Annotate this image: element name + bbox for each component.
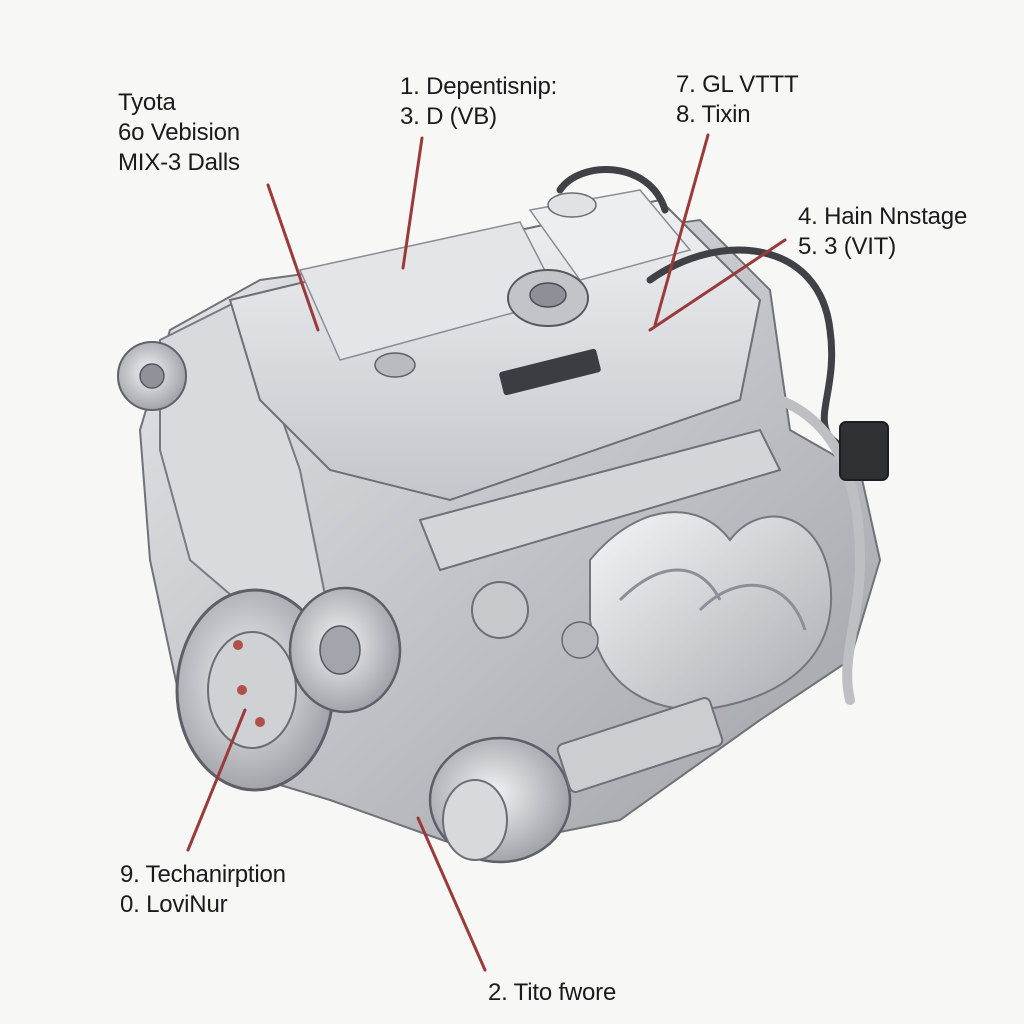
fuel-rail bbox=[418, 428, 782, 572]
label-bottom-center: 2. Tito fwore bbox=[488, 978, 616, 1008]
label-bottom-left-line1: 9. Techanirption bbox=[120, 861, 286, 888]
intake-runner bbox=[618, 568, 722, 602]
label-bottom-center-line1: 2. Tito fwore bbox=[488, 979, 617, 1006]
leader-line-top-left bbox=[266, 183, 320, 332]
leader-line-top-right bbox=[653, 133, 710, 327]
label-right-line1: 4. Hain Nnstage bbox=[798, 203, 968, 230]
oil-pan bbox=[556, 697, 724, 793]
crank-pulley-inner bbox=[207, 631, 297, 749]
crank-bolt bbox=[233, 640, 243, 650]
leader-line-right bbox=[648, 238, 787, 332]
label-bottom-left-line2: 0. LoviNur bbox=[120, 891, 228, 918]
leader-line-bottom-center bbox=[416, 816, 487, 972]
label-top-left-line2: 6o Vebision bbox=[118, 119, 240, 146]
intake-runner-2 bbox=[698, 583, 807, 631]
label-top-center-line1: 1. Depentisnip: bbox=[400, 73, 558, 100]
hose-right bbox=[646, 246, 854, 454]
label-top-center-line2: 3. D (VB) bbox=[400, 103, 497, 130]
sensor-port bbox=[471, 581, 529, 639]
label-top-center: 1. Depentisnip: 3. D (VB) bbox=[400, 72, 557, 132]
sensor-port-2 bbox=[561, 621, 599, 659]
leader-lines bbox=[186, 133, 787, 972]
leader-line-top-center bbox=[401, 136, 424, 270]
label-bottom-left: 9. Techanirption 0. LoviNur bbox=[120, 860, 286, 920]
alternator-face bbox=[442, 779, 508, 861]
cam-pulley-hub bbox=[139, 363, 165, 389]
intake-manifold bbox=[589, 511, 833, 712]
idler-pulley-hub bbox=[319, 625, 361, 675]
sensor-module bbox=[839, 421, 889, 481]
label-top-left-line1: Tyota bbox=[118, 89, 176, 116]
crank-bolt-3 bbox=[255, 717, 265, 727]
label-top-right-line2: 8. Tixin bbox=[676, 101, 751, 128]
filler-cap bbox=[547, 192, 597, 218]
spark-plug-boss bbox=[374, 352, 416, 378]
label-top-left-line3: MIX-3 Dalls bbox=[118, 149, 240, 176]
leader-line-bottom-left bbox=[186, 708, 247, 852]
label-top-right-line1: 7. GL VTTT bbox=[676, 71, 799, 98]
label-top-left: Tyota 6o Vebision MIX-3 Dalls bbox=[118, 88, 240, 178]
label-right-line2: 5. 3 (VIT) bbox=[798, 233, 897, 260]
crank-bolt-2 bbox=[237, 685, 247, 695]
hose-right-2 bbox=[775, 395, 866, 705]
oil-cap-center bbox=[529, 282, 567, 308]
label-right: 4. Hain Nnstage 5. 3 (VIT) bbox=[798, 202, 967, 262]
hose-top bbox=[556, 166, 669, 214]
label-top-right: 7. GL VTTT 8. Tixin bbox=[676, 70, 799, 130]
cover-badge bbox=[499, 348, 601, 396]
